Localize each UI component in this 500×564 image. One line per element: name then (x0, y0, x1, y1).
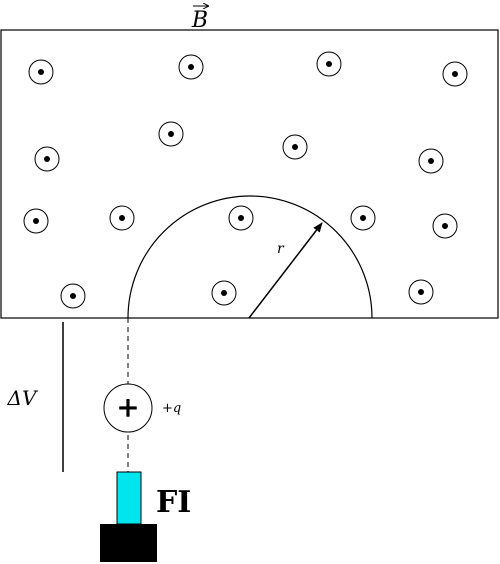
field-symbol (408, 279, 434, 305)
field-symbol (228, 205, 254, 231)
field-symbol (316, 51, 342, 77)
source-nozzle (116, 471, 142, 525)
field-symbol (418, 148, 444, 174)
field-label: B (191, 6, 208, 33)
field-symbol (158, 121, 184, 147)
radius-arrow (248, 222, 323, 319)
charged-particle: + (103, 383, 153, 433)
radius-label: r (277, 241, 285, 257)
field-symbol (442, 61, 468, 87)
semicircle-path (127, 195, 373, 319)
field-symbol (211, 280, 237, 306)
field-symbol (109, 205, 135, 231)
field-symbol (23, 208, 49, 234)
field-symbol (34, 146, 60, 172)
field-symbol (178, 54, 204, 80)
field-symbol (282, 134, 308, 160)
field-symbol (350, 205, 376, 231)
source-label: FI (156, 485, 191, 520)
field-symbols (23, 51, 468, 309)
source-base (100, 524, 157, 562)
field-label-text: B (191, 8, 208, 33)
field-symbol (60, 283, 86, 309)
voltage-label: ΔV (7, 386, 39, 410)
charge-label: +q (162, 401, 181, 416)
field-region (0, 29, 499, 319)
field-symbol (28, 59, 54, 85)
particle-symbol: + (116, 391, 139, 424)
field-symbol (432, 213, 458, 239)
